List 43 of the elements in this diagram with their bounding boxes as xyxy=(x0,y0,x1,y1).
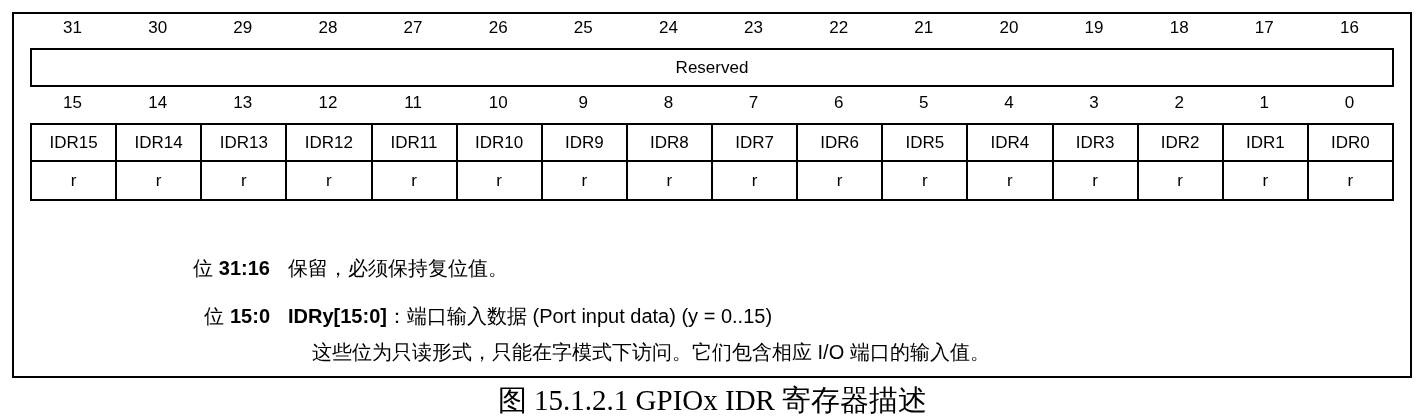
bit-number: 22 xyxy=(828,17,850,39)
table-cell: r xyxy=(1306,160,1394,201)
bit-number: 16 xyxy=(1338,17,1360,39)
bit-number: 11 xyxy=(403,92,423,114)
bit-number: 2 xyxy=(1173,92,1185,114)
description-text: 这些位为只读形式，只能在字模式下访问。它们包含相应 I/O 端口的输入值。 xyxy=(312,340,990,365)
bit-number: 15 xyxy=(62,92,83,114)
bit-number: 31 xyxy=(62,17,83,39)
bit-number: 24 xyxy=(657,17,679,39)
description-text: IDRy[15:0]：端口输入数据 (Port input data) (y = 0..15) xyxy=(288,304,773,329)
bit-number: 7 xyxy=(747,92,760,114)
table-cell: IDR0 xyxy=(1306,123,1394,162)
bit-number: 21 xyxy=(913,17,935,39)
bit-number: 4 xyxy=(1003,92,1015,114)
bit-number: 28 xyxy=(317,17,339,39)
bit-number: 17 xyxy=(1253,17,1275,39)
bit-number: 0 xyxy=(1343,92,1356,114)
table-cell: r xyxy=(30,160,118,201)
bit-number: 18 xyxy=(1168,17,1190,39)
bit-number: 5 xyxy=(918,92,930,114)
bit-number: 19 xyxy=(1083,17,1105,39)
bit-number: 25 xyxy=(572,17,594,39)
bit-number: 30 xyxy=(147,17,169,39)
caption: 图 15.1.2.1 GPIOx IDR 寄存器描述 xyxy=(496,383,929,418)
description-text: 位 31:16 xyxy=(192,256,270,281)
bit-number: 29 xyxy=(232,17,254,39)
table-cell: IDR15 xyxy=(30,123,118,162)
bit-number: 13 xyxy=(232,92,254,114)
bit-number: 6 xyxy=(832,92,845,114)
bit-number: 1 xyxy=(1258,92,1271,114)
bit-number: 20 xyxy=(998,17,1020,39)
bit-number: 26 xyxy=(487,17,509,39)
description-text: 位 15:0 xyxy=(203,304,270,329)
description-text: 保留，必须保持复位值。 xyxy=(288,256,508,281)
bit-number: 9 xyxy=(577,92,590,114)
bit-number: 3 xyxy=(1088,92,1100,114)
bit-number: 27 xyxy=(402,17,424,39)
bit-number: 8 xyxy=(662,92,675,114)
bit-number: 10 xyxy=(487,92,509,114)
table-cell: Reserved xyxy=(30,48,1394,87)
bit-number: 14 xyxy=(147,92,169,114)
bit-number: 23 xyxy=(743,17,764,39)
bit-number: 12 xyxy=(317,92,339,114)
